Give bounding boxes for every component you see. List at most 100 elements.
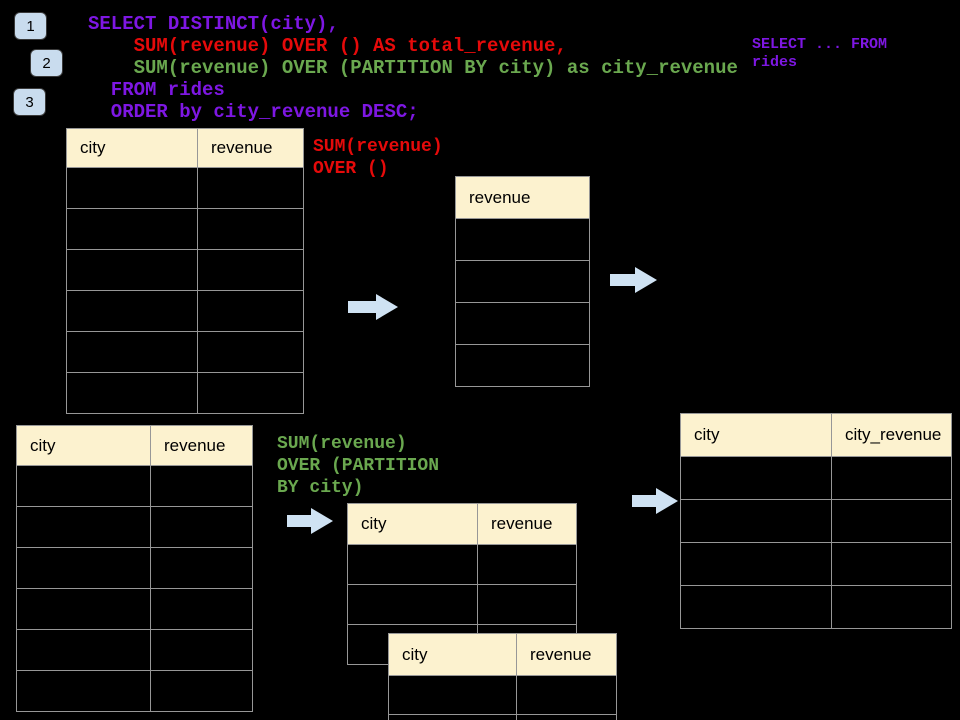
sql-code-line: ORDER by city_revenue DESC; — [110, 101, 419, 123]
empty-cell — [66, 208, 198, 250]
empty-cell — [16, 506, 151, 548]
arrow-head — [656, 488, 678, 514]
empty-cell — [16, 588, 151, 630]
table-row — [388, 675, 617, 715]
empty-cell — [455, 218, 590, 261]
table-row — [16, 588, 253, 630]
empty-cell — [197, 167, 304, 209]
empty-cell — [197, 331, 304, 373]
text-line: SUM(revenue) — [313, 137, 443, 157]
table-row — [16, 670, 253, 712]
column-header: city_revenue — [831, 413, 952, 457]
empty-cell — [150, 506, 253, 548]
empty-cell — [477, 544, 577, 585]
step-badge-3: 3 — [13, 88, 46, 116]
text-line: BY city) — [277, 478, 364, 498]
table-row — [66, 249, 304, 291]
arrow-right-icon — [632, 488, 678, 514]
arrow-shaft — [348, 301, 376, 313]
table-row — [347, 544, 577, 585]
arrow-right-icon — [287, 508, 333, 534]
column-header: revenue — [477, 503, 577, 545]
total-revenue-annotation: SUM(revenue)OVER () — [313, 136, 443, 180]
empty-cell — [455, 344, 590, 387]
empty-cell — [831, 456, 952, 500]
text-line: SELECT ... FROM — [752, 36, 888, 53]
arrow-right-icon — [348, 294, 398, 320]
table-row — [66, 208, 304, 250]
table-row — [16, 547, 253, 589]
table-row — [680, 499, 952, 543]
sql-code-line: FROM rides — [110, 79, 225, 101]
table-row — [680, 542, 952, 586]
empty-cell — [150, 670, 253, 712]
empty-cell — [680, 585, 832, 629]
table-row — [16, 465, 253, 507]
table-row — [347, 584, 577, 625]
step-badge-2: 2 — [30, 49, 63, 77]
column-header: city — [347, 503, 478, 545]
arrow-shaft — [610, 274, 635, 286]
sql-code-line: SELECT DISTINCT(city), — [88, 13, 339, 35]
arrow-head — [635, 267, 657, 293]
step-badge-1: 1 — [14, 12, 47, 40]
empty-cell — [831, 585, 952, 629]
column-header: city — [66, 128, 198, 168]
table-row — [455, 302, 590, 345]
text-line: OVER (PARTITION — [277, 456, 440, 476]
table-header-row: revenue — [455, 176, 590, 219]
empty-cell — [388, 714, 517, 720]
column-header: revenue — [150, 425, 253, 466]
empty-cell — [680, 542, 832, 586]
column-header: revenue — [455, 176, 590, 219]
empty-cell — [66, 331, 198, 373]
empty-cell — [150, 465, 253, 507]
empty-cell — [16, 670, 151, 712]
arrow-head — [376, 294, 398, 320]
total-revenue-result-table: revenue — [455, 176, 590, 387]
empty-cell — [16, 547, 151, 589]
text-line: SUM(revenue) — [277, 434, 407, 454]
arrow-right-icon — [610, 267, 657, 293]
table-row — [680, 456, 952, 500]
table-row — [66, 167, 304, 209]
sql-query-code: SELECT DISTINCT(city),SUM(revenue) OVER … — [88, 13, 738, 123]
table-row — [66, 290, 304, 332]
empty-cell — [66, 167, 198, 209]
empty-cell — [347, 544, 478, 585]
sql-code-line: SUM(revenue) OVER () AS total_revenue, — [133, 35, 567, 57]
table-row — [455, 260, 590, 303]
table-row — [680, 585, 952, 629]
column-header: revenue — [516, 633, 617, 676]
empty-cell — [388, 675, 517, 715]
table-row — [388, 714, 617, 720]
empty-cell — [150, 547, 253, 589]
arrow-shaft — [287, 515, 311, 527]
arrow-head — [311, 508, 333, 534]
empty-cell — [66, 372, 198, 414]
empty-cell — [16, 465, 151, 507]
table-row — [455, 344, 590, 387]
table-row — [66, 331, 304, 373]
sql-code-line: SUM(revenue) OVER (PARTITION BY city) as… — [133, 57, 738, 79]
empty-cell — [66, 249, 198, 291]
empty-cell — [831, 499, 952, 543]
empty-cell — [197, 208, 304, 250]
empty-cell — [197, 290, 304, 332]
empty-cell — [150, 629, 253, 671]
empty-cell — [680, 456, 832, 500]
empty-cell — [347, 584, 478, 625]
column-header: city — [388, 633, 517, 676]
empty-cell — [516, 714, 617, 720]
